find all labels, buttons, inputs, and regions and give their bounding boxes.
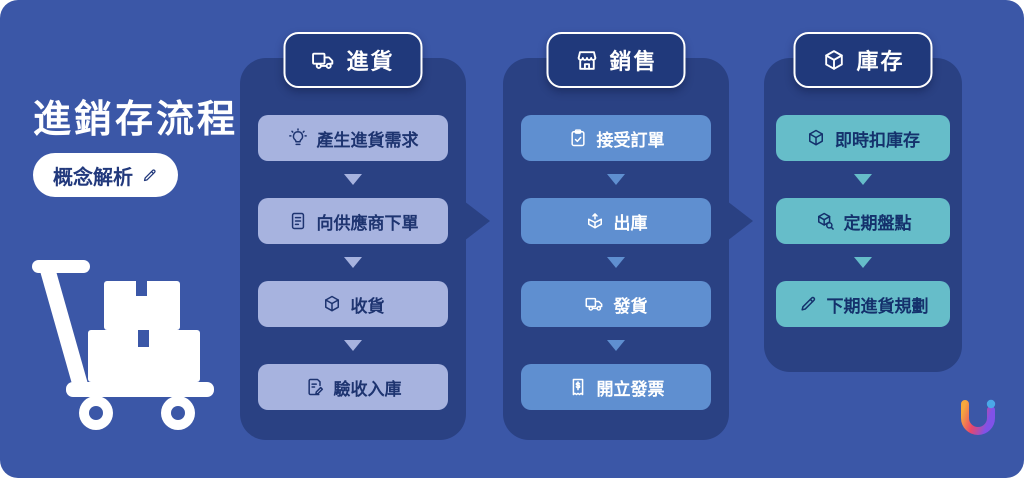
clipboard-check-icon [568, 128, 588, 148]
box-search-icon [815, 211, 835, 231]
column-panel-sales: 銷售 接受訂單 出庫 發貨 開立發票 [503, 32, 729, 440]
down-arrow-icon [607, 257, 625, 268]
flow-steps-purchase: 產生進貨需求 向供應商下單 收貨 驗收入庫 [240, 58, 466, 410]
down-arrow-icon [344, 174, 362, 185]
invoice-icon [568, 377, 588, 397]
lightbulb-icon [288, 128, 308, 148]
down-arrow-icon [854, 257, 872, 268]
box-out-icon [585, 211, 605, 231]
flow-steps-inventory: 即時扣庫存 定期盤點 下期進貨規劃 [764, 58, 962, 327]
down-arrow-icon [854, 174, 872, 185]
flow-connector-arrow [727, 201, 753, 241]
flow-step-label: 出庫 [613, 213, 648, 233]
flow-step: 定期盤點 [776, 198, 950, 244]
column-header-purchase: 進貨 [283, 32, 423, 88]
column-header-label: 進貨 [346, 49, 395, 74]
column-panel-purchase: 進貨 產生進貨需求 向供應商下單 收貨 驗收入庫 [240, 32, 466, 440]
column-header-label: 銷售 [609, 49, 658, 74]
flow-step-label: 下期進貨規劃 [826, 296, 929, 316]
column-header-label: 庫存 [856, 49, 905, 74]
flow-step-label: 接受訂單 [596, 130, 665, 150]
flow-step: 產生進貨需求 [258, 115, 448, 161]
down-arrow-icon [344, 257, 362, 268]
flow-steps-sales: 接受訂單 出庫 發貨 開立發票 [503, 58, 729, 410]
pencil-icon [141, 167, 158, 184]
flow-step: 驗收入庫 [258, 364, 448, 410]
pencil-plan-icon [798, 294, 818, 314]
flow-step: 下期進貨規劃 [776, 281, 950, 327]
box-icon [322, 294, 342, 314]
column-header-inventory: 庫存 [793, 32, 933, 88]
flow-step: 開立發票 [521, 364, 711, 410]
flow-step-label: 開立發票 [596, 379, 665, 399]
flow-step: 即時扣庫存 [776, 115, 950, 161]
flow-step-label: 向供應商下單 [316, 213, 419, 233]
down-arrow-icon [607, 174, 625, 185]
down-arrow-icon [344, 340, 362, 351]
page-title: 進銷存流程 [33, 99, 239, 141]
flow-step: 向供應商下單 [258, 198, 448, 244]
column-panel-inventory: 庫存 即時扣庫存 定期盤點 下期進貨規劃 [764, 32, 962, 372]
inspect-receipt-icon [305, 377, 325, 397]
flow-step-label: 收貨 [350, 296, 385, 316]
box-deduct-icon [806, 128, 826, 148]
flow-step-label: 驗收入庫 [333, 379, 402, 399]
flow-step-label: 產生進貨需求 [316, 130, 419, 150]
flow-connector-arrow [464, 201, 490, 241]
column-header-sales: 銷售 [546, 32, 686, 88]
flow-step: 接受訂單 [521, 115, 711, 161]
hand-truck-illustration [26, 258, 226, 438]
flow-step: 發貨 [521, 281, 711, 327]
order-document-icon [288, 211, 308, 231]
concept-badge: 概念解析 [33, 153, 178, 197]
flow-step-label: 發貨 [613, 296, 648, 316]
concept-badge-label: 概念解析 [53, 166, 133, 189]
inventory-box-icon [821, 48, 846, 73]
delivery-truck-icon [311, 48, 336, 73]
shipping-truck-icon [585, 294, 605, 314]
flow-step-label: 定期盤點 [843, 213, 912, 233]
flow-step: 出庫 [521, 198, 711, 244]
storefront-icon [574, 48, 599, 73]
flow-step: 收貨 [258, 281, 448, 327]
brand-logo [958, 398, 998, 447]
flow-step-label: 即時扣庫存 [835, 130, 920, 150]
down-arrow-icon [607, 340, 625, 351]
